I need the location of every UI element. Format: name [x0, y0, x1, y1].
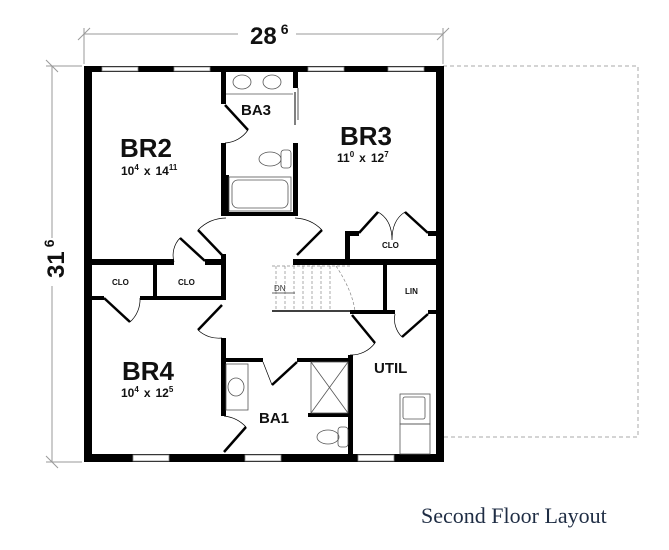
toilet-icon: [316, 426, 349, 448]
room-lin: LIN: [405, 287, 418, 296]
plan-caption: Second Floor Layout: [421, 503, 607, 528]
sink-icon: [225, 363, 249, 411]
staircase: [272, 265, 356, 312]
shower-icon: [310, 361, 349, 414]
toilet-icon: [258, 149, 292, 169]
room-clo-br4: CLO: [112, 278, 129, 287]
washer-dryer-icon: [399, 393, 431, 455]
garage-outline: [443, 65, 639, 438]
depth-dimension: 316: [41, 239, 70, 278]
stairs-down-label: DN: [274, 284, 286, 293]
room-ba1: BA1: [259, 410, 289, 427]
room-clo-br2: CLO: [178, 278, 195, 287]
room-ba3: BA3: [241, 102, 271, 119]
bathtub-icon: [228, 176, 292, 212]
windows: [101, 66, 425, 462]
svg-text:BR4: BR4: [122, 356, 175, 386]
room-util: UTIL: [374, 360, 407, 377]
double-sink-icon: [226, 74, 293, 95]
interior-walls: [84, 70, 443, 460]
svg-text:BR3: BR3: [340, 121, 392, 151]
doors: [103, 88, 429, 453]
svg-text:BR2: BR2: [120, 133, 172, 163]
room-clo-br3: CLO: [382, 241, 399, 250]
fixtures: [225, 74, 431, 455]
